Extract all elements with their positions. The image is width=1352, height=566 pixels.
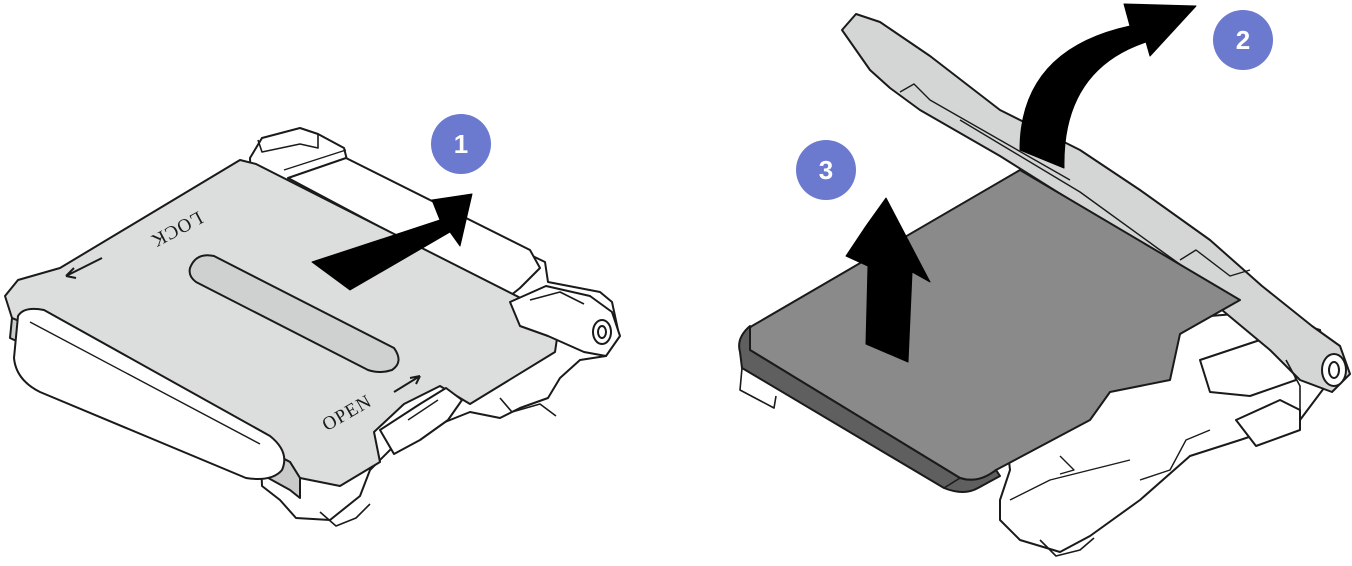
svg-text:2: 2 [1236, 25, 1250, 55]
open-arrow [393, 375, 421, 393]
open-socket-illustration [738, 13, 1351, 557]
lock-arrow [65, 257, 103, 279]
shield-slot [188, 254, 400, 373]
open-latch [379, 387, 463, 455]
socket-front-cover [13, 307, 286, 480]
step-1-badge: 1 [431, 114, 491, 174]
card-front-edge [738, 325, 1001, 493]
svg-text:3: 3 [819, 155, 833, 185]
closed-socket-illustration [4, 127, 621, 527]
slide-arrow [311, 193, 473, 291]
svg-text:1: 1 [454, 129, 468, 159]
step-3-badge: 3 [796, 140, 856, 200]
socket-right-hinge [509, 285, 621, 357]
lift-out-arrow [845, 197, 931, 363]
step-2-badge: 2 [1213, 10, 1273, 70]
flip-up-arrow [1019, 3, 1197, 169]
